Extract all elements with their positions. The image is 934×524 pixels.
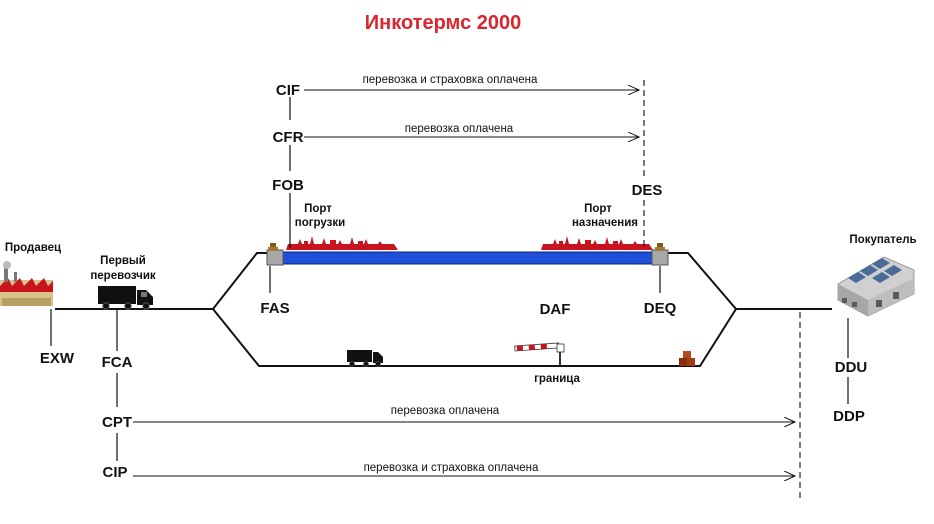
route-lines: [55, 252, 832, 367]
term-des: DES: [632, 182, 663, 199]
sea-route: [280, 251, 653, 265]
cargo-icon: [268, 243, 665, 251]
term-ddp: DDP: [833, 408, 865, 425]
loading-port-dock: [266, 249, 284, 266]
destination-port-label-line2: назначения: [572, 217, 638, 229]
term-daf: DAF: [540, 301, 571, 318]
truck-icon: [98, 286, 153, 310]
cif-arrow-label: перевозка и страховка оплачена: [363, 74, 538, 86]
warehouse-icon: [837, 256, 915, 317]
term-deq: DEQ: [644, 300, 677, 317]
term-exw: EXW: [40, 350, 75, 367]
term-cfr: CFR: [273, 129, 304, 146]
boxes-icon: [679, 351, 695, 366]
term-ddu: DDU: [835, 359, 868, 376]
term-cif: CIF: [276, 82, 300, 99]
truck-icon: [347, 350, 383, 367]
buyer-label: Покупатель: [849, 234, 916, 246]
cargo-ship-icon: [286, 236, 398, 250]
seller-label: Продавец: [5, 242, 61, 254]
first-carrier-label-line1: Первый: [100, 255, 146, 267]
destination-port-label-line1: Порт: [584, 203, 612, 215]
factory-icon: [0, 261, 53, 306]
diagram-title: Инкотермс 2000: [365, 12, 522, 34]
cpt-arrow-label: перевозка оплачена: [391, 405, 500, 417]
coverage-arrows: [133, 90, 795, 476]
term-fca: FCA: [102, 354, 133, 371]
barrier-icon: [514, 342, 565, 365]
term-markers: [50, 97, 849, 461]
term-fas: FAS: [260, 300, 289, 317]
cip-arrow-label: перевозка и страховка оплачена: [364, 462, 539, 474]
term-cip: CIP: [102, 464, 127, 481]
cfr-arrow-label: перевозка оплачена: [405, 123, 514, 135]
delivery-dashes: [643, 80, 801, 500]
first-carrier-label-line2: перевозчик: [90, 270, 156, 282]
border-label: граница: [534, 373, 580, 385]
destination-port-dock: [651, 249, 669, 266]
loading-port-label-line2: погрузки: [295, 217, 345, 229]
cargo-ship-icon: [541, 236, 653, 250]
term-cpt: CPT: [102, 414, 132, 431]
term-fob: FOB: [272, 177, 304, 194]
loading-port-label-line1: Порт: [304, 203, 332, 215]
